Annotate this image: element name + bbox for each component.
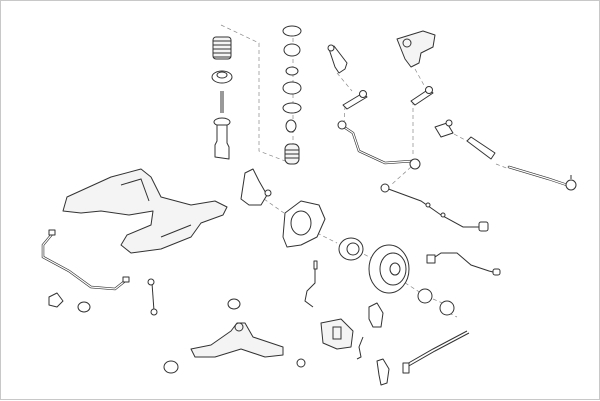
wheel-bearing[interactable] (417, 288, 433, 304)
pitman-arm-left[interactable] (327, 44, 348, 74)
control-arm-bushing-rear[interactable] (163, 360, 179, 374)
brake-disc[interactable] (368, 244, 410, 294)
top-mount-stack[interactable] (282, 25, 302, 133)
shock-absorber[interactable] (213, 91, 231, 160)
stabilizer-bushing[interactable] (77, 301, 91, 313)
brake-pads[interactable] (368, 302, 384, 328)
abs-sensor-upper[interactable] (380, 183, 489, 232)
dust-boot[interactable] (284, 143, 300, 165)
subframe[interactable] (62, 168, 228, 254)
assembly-guide-lines (220, 24, 510, 318)
pitman-arm[interactable] (342, 86, 434, 110)
adjuster-sleeve[interactable] (466, 136, 496, 160)
coil-spring[interactable] (212, 36, 232, 60)
splash-shield[interactable] (282, 200, 326, 248)
stabilizer-clamp[interactable] (48, 292, 64, 308)
caliper-bracket[interactable] (376, 358, 390, 386)
center-link[interactable] (337, 120, 421, 170)
steering-box[interactable] (396, 30, 436, 68)
wear-sensor[interactable] (304, 260, 318, 308)
caliper-spring[interactable] (356, 336, 364, 360)
spring-seat[interactable] (211, 70, 233, 84)
control-arm-bushing-top[interactable] (227, 298, 241, 310)
control-arm[interactable] (190, 322, 284, 358)
brake-caliper[interactable] (320, 318, 354, 350)
steering-knuckle[interactable] (240, 168, 272, 206)
brake-hose[interactable] (402, 330, 470, 374)
ball-joint[interactable] (296, 358, 306, 368)
wheel-hub[interactable] (338, 237, 364, 261)
stabilizer-bar[interactable] (41, 229, 130, 291)
abs-sensor-lower[interactable] (426, 252, 501, 276)
stabilizer-link[interactable] (147, 278, 158, 316)
tie-rod-outer[interactable] (507, 165, 577, 191)
tie-rod-end-inner[interactable] (434, 119, 454, 138)
hub-cap[interactable] (439, 300, 455, 316)
